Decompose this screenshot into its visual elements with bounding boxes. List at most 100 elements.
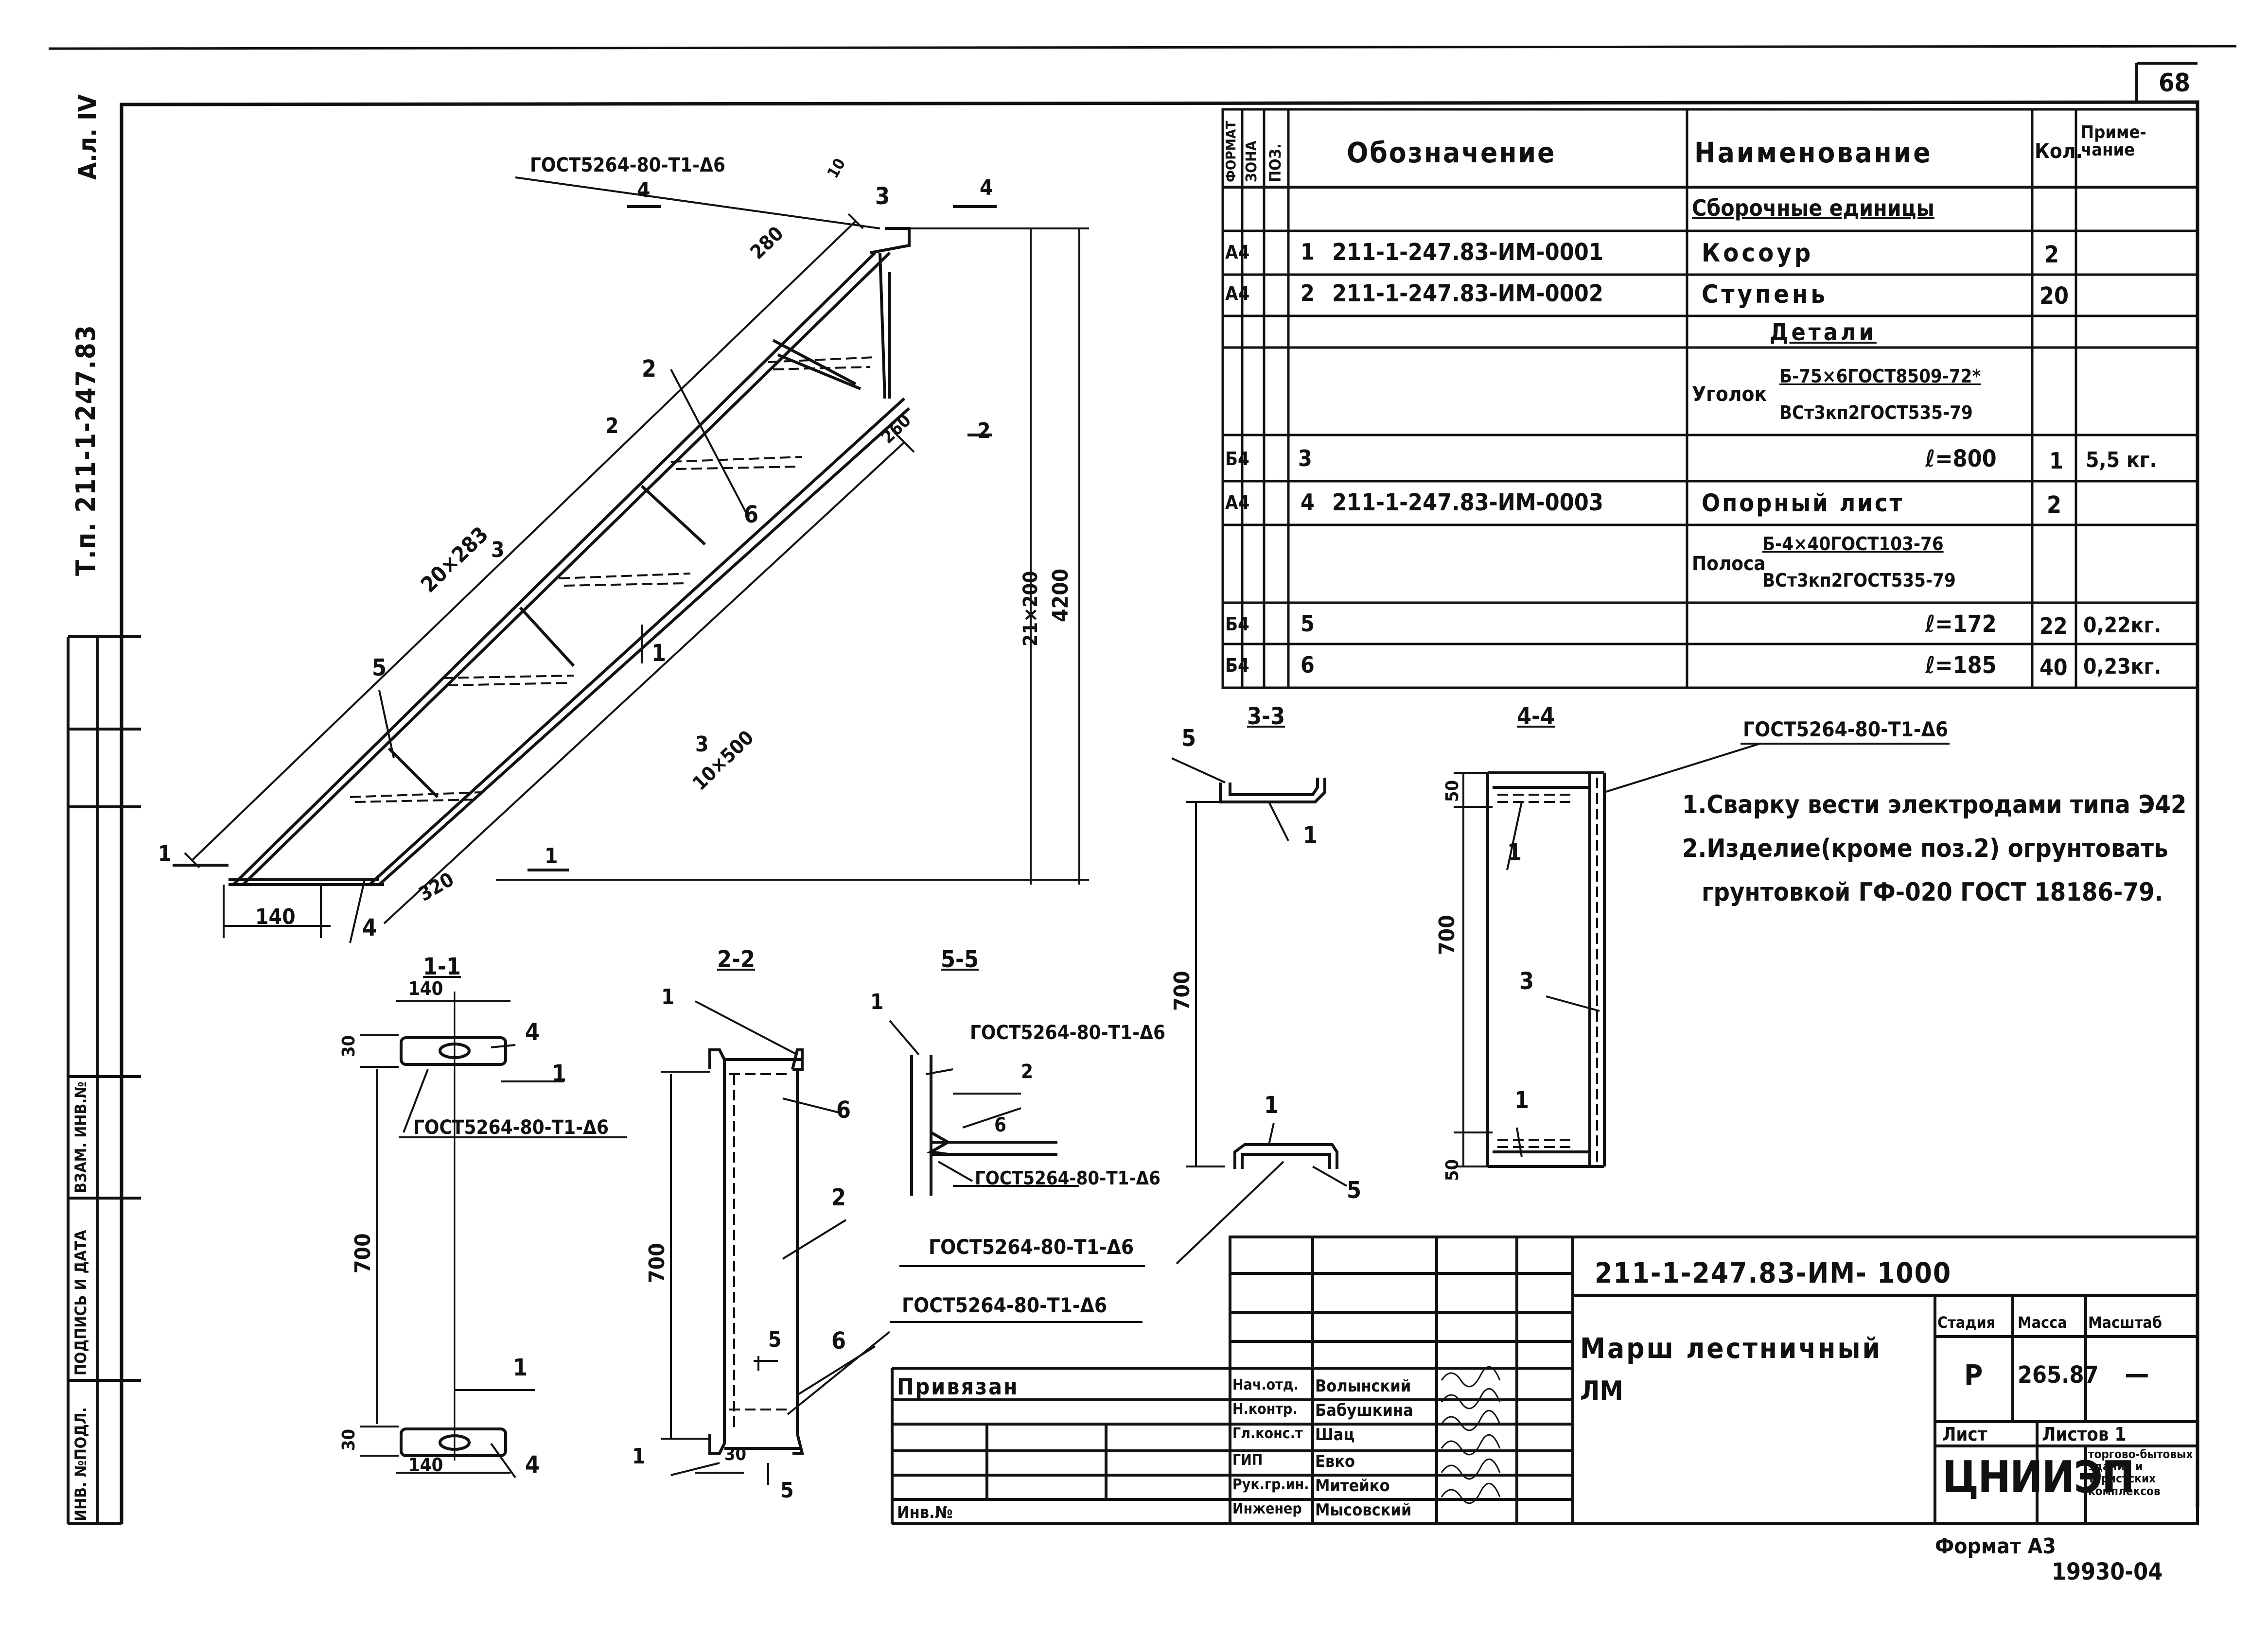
row1-name: Косоур xyxy=(1702,239,1814,268)
name-6: Мысовский xyxy=(1315,1500,1412,1520)
s22-dim-700: 700 xyxy=(645,1243,669,1283)
s33-pos-5-bottom: 5 xyxy=(1347,1177,1362,1204)
s55-weld-bottom: ГОСТ5264-80-Т1-Δ6 xyxy=(975,1167,1160,1189)
s11-pos-4-bottom: 4 xyxy=(525,1451,540,1479)
doc-code: 211-1-247.83-ИМ- 1000 xyxy=(1595,1256,1952,1289)
col-qty-header: Кол. xyxy=(2035,139,2083,163)
s33-weld: ГОСТ5264-80-Т1-Δ6 xyxy=(929,1235,1134,1259)
s44-pos-1-top: 1 xyxy=(1507,839,1522,866)
name-2: Бабушкина xyxy=(1315,1401,1413,1420)
margin-inv-label: ИНВ. №ПОДЛ. xyxy=(71,1407,90,1521)
col-pos-header: ПОЗ. xyxy=(1266,143,1284,182)
role-6: Инженер xyxy=(1232,1500,1302,1517)
dim-140-main: 140 xyxy=(255,905,296,929)
s33-pos-5-top: 5 xyxy=(1181,725,1196,752)
role-4: ГИП xyxy=(1232,1452,1263,1469)
row3-pos: 3 xyxy=(1298,445,1312,471)
row5-length: ℓ=172 xyxy=(1925,610,1997,638)
sheet-header: Лист xyxy=(1942,1424,1987,1445)
section-2-2-title: 2-2 xyxy=(717,946,756,973)
angle-profile: Б-75×6ГОСТ8509-72* xyxy=(1779,365,1981,387)
s22-pos-2: 2 xyxy=(831,1184,846,1211)
row2-designation: 211-1-247.83-ИМ-0002 xyxy=(1332,280,1603,307)
row4-name: Опорный лист xyxy=(1702,489,1904,517)
dim-4200: 4200 xyxy=(1048,568,1073,622)
note-1: 1.Сварку вести электродами типа Э42 xyxy=(1682,790,2187,819)
main-pos-4: 4 xyxy=(362,914,377,941)
s22-pos-1-bottom: 1 xyxy=(632,1444,646,1469)
bottom-weld-label: ГОСТ5264-80-Т1-Δ6 xyxy=(902,1293,1108,1317)
row1-pos: 1 xyxy=(1301,239,1315,265)
section-parts: Детали xyxy=(1770,319,1877,346)
main-pos-6: 6 xyxy=(744,501,759,528)
s55-pos-1: 1 xyxy=(870,990,884,1014)
row5-format: Б4 xyxy=(1225,613,1249,635)
s55-weld-top: ГОСТ5264-80-Т1-Δ6 xyxy=(970,1022,1166,1044)
bound-label: Привязан xyxy=(897,1374,1019,1400)
row4-designation: 211-1-247.83-ИМ-0003 xyxy=(1332,489,1603,516)
row1-qty: 2 xyxy=(2044,241,2059,268)
scale-value: — xyxy=(2125,1358,2149,1390)
name-5: Митейко xyxy=(1315,1476,1390,1496)
row2-format: А4 xyxy=(1225,283,1250,304)
s44-pos-3: 3 xyxy=(1519,968,1534,995)
main-pos-1: 1 xyxy=(651,640,667,667)
section-assemblies: Сборочные единицы xyxy=(1692,195,1934,221)
name-4: Евко xyxy=(1315,1452,1355,1471)
angle-steel: ВСт3кп2ГОСТ535-79 xyxy=(1779,402,1973,423)
row2-pos: 2 xyxy=(1301,280,1315,306)
s44-weld: ГОСТ5264-80-Т1-Δ6 xyxy=(1743,717,1949,741)
role-2: Н.контр. xyxy=(1232,1401,1298,1418)
row3-format: Б4 xyxy=(1225,448,1249,470)
row6-qty: 40 xyxy=(2039,654,2068,680)
row6-format: Б4 xyxy=(1225,655,1249,676)
role-1: Нач.отд. xyxy=(1232,1376,1299,1393)
s11-dim-30-bottom: 30 xyxy=(339,1428,359,1451)
s44-dim-700: 700 xyxy=(1435,915,1459,955)
stage-header: Стадия xyxy=(1937,1313,1996,1332)
row3-length: ℓ=800 xyxy=(1925,445,1997,472)
s11-dim-140-top: 140 xyxy=(408,978,443,999)
role-5: Рук.гр.ин. xyxy=(1232,1476,1309,1493)
org-note: торгово-бытовых зданий и туристских комп… xyxy=(2088,1447,2193,1498)
margin-sign-label: ПОДПИСЬ И ДАТА xyxy=(71,1230,90,1375)
name-1: Волынский xyxy=(1315,1376,1411,1396)
format-label: Формат А3 xyxy=(1935,1534,2056,1559)
section-4-4-title: 4-4 xyxy=(1517,703,1555,730)
s44-dim-50-bottom: 50 xyxy=(1442,1159,1462,1181)
row4-qty: 2 xyxy=(2047,491,2062,519)
main-pos-2: 2 xyxy=(642,355,657,383)
section-mark-2-right: 2 xyxy=(977,418,991,443)
s44-pos-1-bottom: 1 xyxy=(1514,1087,1530,1114)
strip-steel: ВСт3кп2ГОСТ535-79 xyxy=(1762,570,1956,591)
s11-dim-140-bottom: 140 xyxy=(408,1454,443,1476)
row2-name: Ступень xyxy=(1702,280,1828,309)
drawing-subtitle: ЛМ xyxy=(1580,1375,1623,1406)
section-3-3-title: 3-3 xyxy=(1247,703,1285,730)
row6-length: ℓ=185 xyxy=(1925,652,1997,679)
sheet-number: 68 xyxy=(2159,69,2191,98)
row2-qty: 20 xyxy=(2039,282,2069,310)
row1-format: А4 xyxy=(1225,242,1250,263)
org-name: ЦНИИЭП xyxy=(1942,1452,2135,1503)
scale-header: Масштаб xyxy=(2088,1313,2162,1332)
section-1-1-title: 1-1 xyxy=(423,953,461,980)
section-mark-4-left: 4 xyxy=(637,178,651,203)
role-3: Гл.конс.т xyxy=(1232,1425,1303,1442)
main-pos-5: 5 xyxy=(372,654,387,681)
s11-pos-4-top: 4 xyxy=(525,1019,540,1046)
margin-replace-label: ВЗАМ. ИНВ.№ xyxy=(71,1081,90,1193)
row6-note: 0,23кг. xyxy=(2083,654,2162,679)
s22-section-5: 5 xyxy=(768,1327,782,1352)
row3-qty: 1 xyxy=(2049,448,2063,474)
row3-note: 5,5 кг. xyxy=(2086,448,2157,472)
col-format-header: ФОРМАТ xyxy=(1223,121,1239,182)
note-2: 2.Изделие(кроме поз.2) огрунтовать xyxy=(1682,834,2168,863)
angle-label: Уголок xyxy=(1692,382,1767,406)
col-name-header: Наименование xyxy=(1694,136,1933,169)
col-designation-header: Обозначение xyxy=(1347,136,1556,169)
row5-note: 0,22кг. xyxy=(2083,613,2162,638)
section-mark-1-left: 1 xyxy=(158,841,172,866)
section-mark-3-bottom: 3 xyxy=(695,732,709,757)
